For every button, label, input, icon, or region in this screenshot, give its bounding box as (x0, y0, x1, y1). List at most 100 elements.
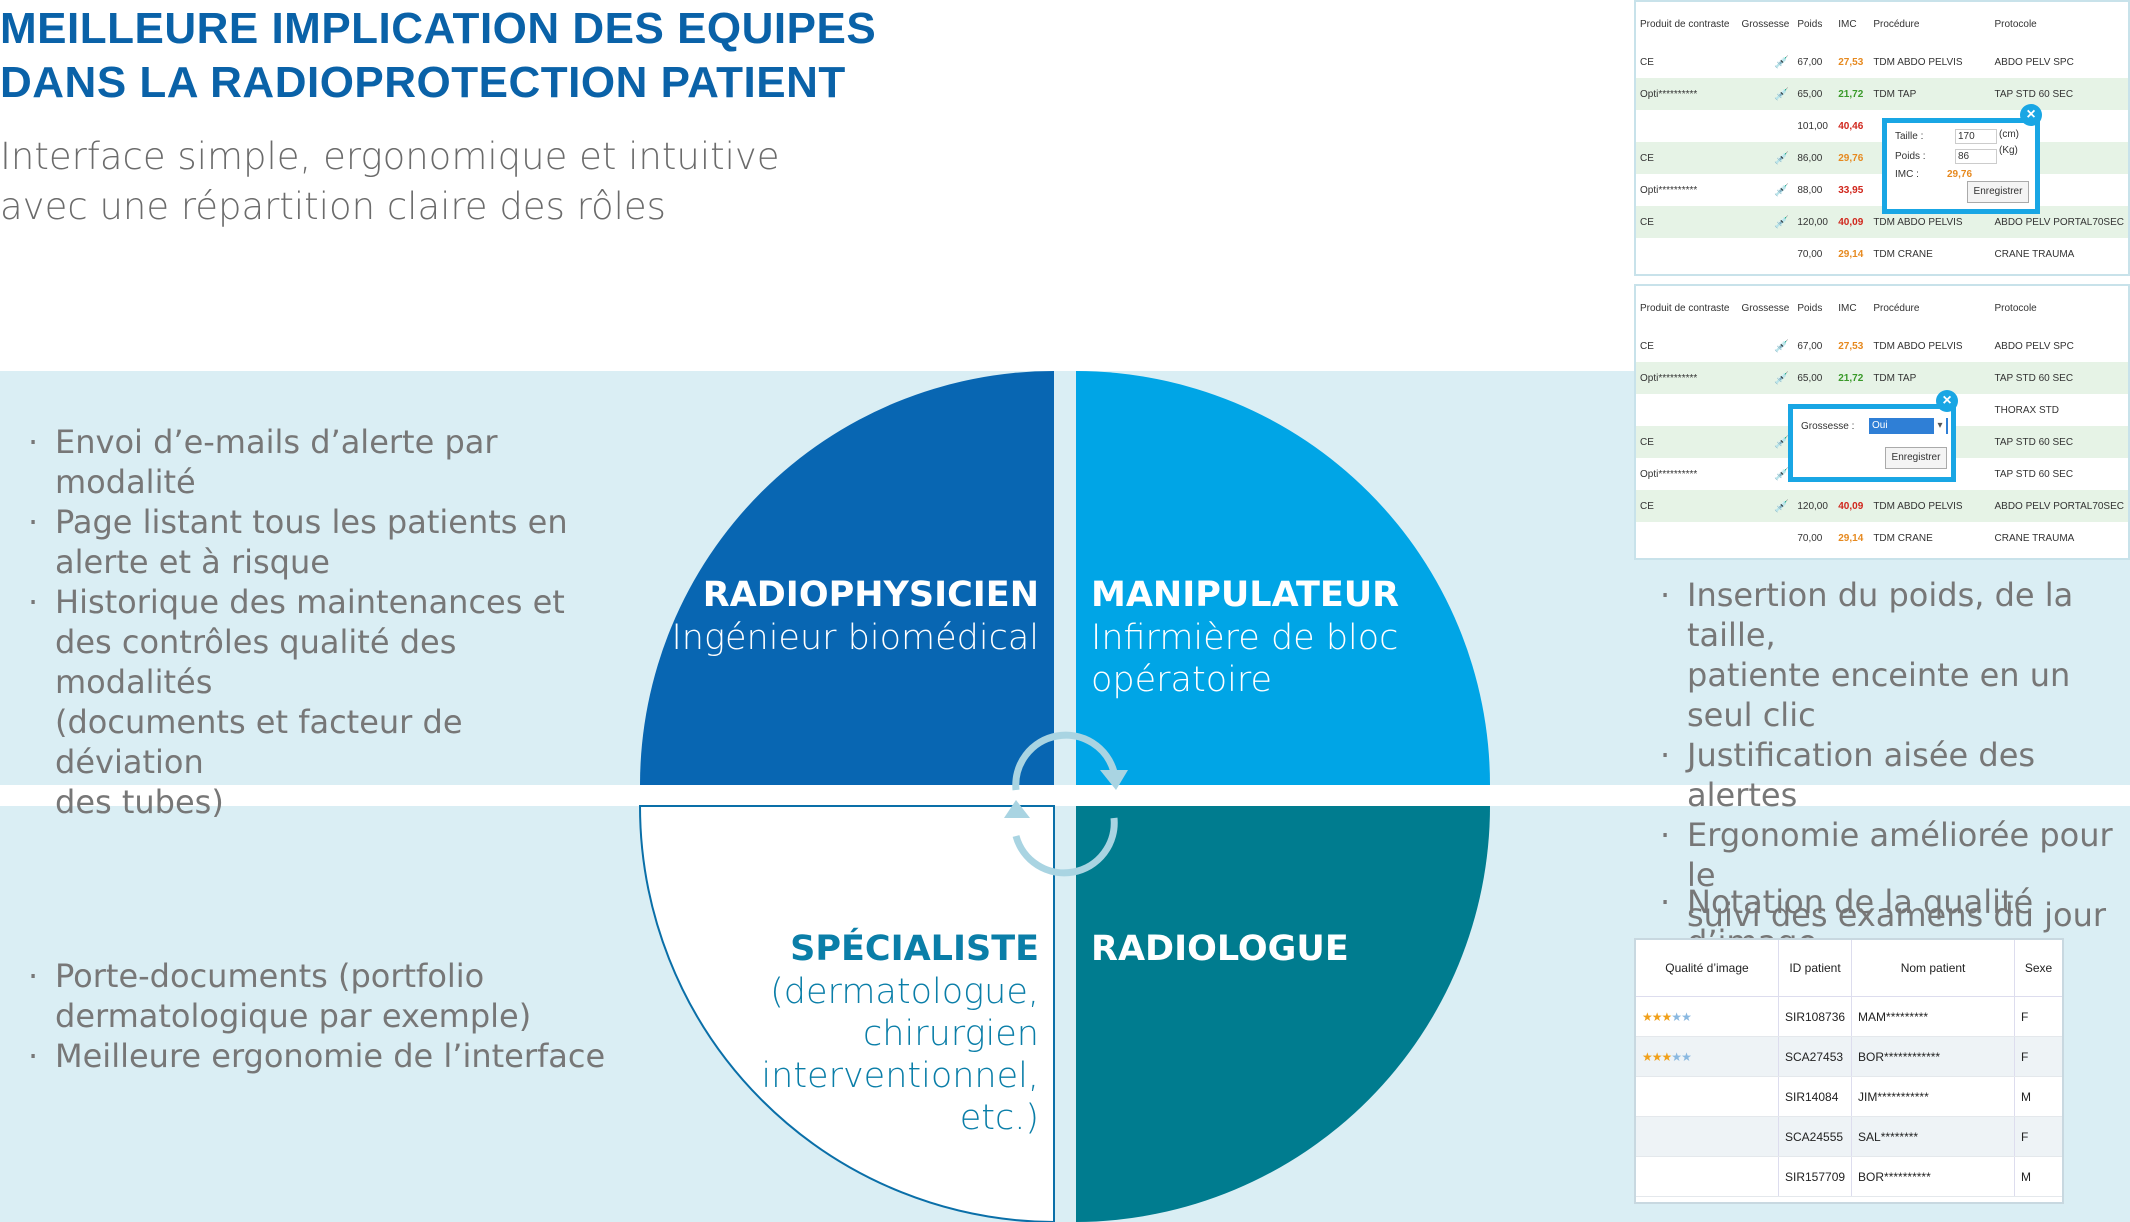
syringe-icon[interactable]: 💉 (1774, 371, 1790, 385)
contraste-cell: CE (1636, 142, 1738, 174)
star-filled-icon[interactable]: ★ (1642, 1049, 1653, 1064)
sexe-cell: F (2014, 1036, 2062, 1077)
rating-cell[interactable]: ★★★★★ (1636, 996, 1779, 1037)
bullet-line: Envoi d’e-mails d’alerte par (55, 423, 498, 461)
subtitle-line-2: avec une répartition claire des rôles (0, 185, 666, 228)
grossesse-cell: 💉 (1738, 174, 1794, 206)
quadrant-manipulateur (1076, 371, 1490, 785)
role-radiophysicien: RADIOPHYSICIEN Ingénieur biomédical (671, 573, 1039, 659)
header-grossesse: Grossesse (1741, 302, 1790, 314)
star-empty-icon[interactable]: ★ (1681, 1049, 1692, 1064)
imc-cell: 33,95 (1838, 184, 1864, 196)
table-row[interactable]: Opti**********💉TAP STD 60 SEC (1636, 458, 2128, 490)
title-line-2: DANS LA RADIOPROTECTION PATIENT (0, 58, 846, 107)
poids-cell: 65,00 (1793, 78, 1835, 110)
close-icon[interactable]: × (1936, 390, 1958, 412)
bullet-line: Porte-documents (portfolio (55, 957, 485, 995)
taille-input[interactable]: 170 (1955, 129, 1997, 144)
poids-input[interactable]: 86 (1955, 149, 1997, 164)
grossesse-cell: 💉 (1737, 490, 1794, 522)
star-empty-icon[interactable]: ★ (1681, 1009, 1692, 1024)
sexe-cell: F (2014, 996, 2062, 1037)
nom-patient-cell: BOR********** (1851, 1156, 2015, 1197)
syringe-icon[interactable]: 💉 (1774, 435, 1790, 449)
grossesse-cell: 💉 (1738, 458, 1794, 490)
bullet-item: Justification aisée des alertes (1632, 735, 2130, 815)
page-title: MEILLEURE IMPLICATION DES EQUIPES DANS L… (0, 2, 876, 110)
chevron-down-icon[interactable]: ▾ (1934, 418, 1946, 434)
protocole-cell: CRANE TRAUMA (1994, 248, 2075, 260)
star-filled-icon[interactable]: ★ (1651, 1049, 1663, 1064)
sexe-cell: M (2014, 1156, 2062, 1197)
save-button[interactable]: Enregistrer (1885, 447, 1947, 469)
contraste-cell: CE (1636, 426, 1738, 458)
grossesse-cell: 💉 (1737, 426, 1794, 458)
role-title-radiologue: RADIOLOGUE (1091, 929, 1349, 969)
bullet-line: Insertion du poids, de la taille, (1687, 576, 2074, 654)
grossesse-cell: 💉 (1738, 330, 1794, 362)
id-patient-cell: SIR14084 (1777, 1076, 1852, 1117)
rating-cell[interactable]: ★★★★★ (1636, 1036, 1779, 1077)
role-sub-specialiste-3: interventionnel, (761, 1056, 1039, 1096)
procedure-cell: TDM CRANE (1873, 248, 1933, 260)
imc-label: IMC : (1895, 169, 1919, 180)
header-poids: Poids (1797, 302, 1823, 314)
star-filled-icon[interactable]: ★ (1661, 1009, 1673, 1024)
rating-cell[interactable] (1636, 1076, 1779, 1117)
rating-cell[interactable] (1636, 1156, 1779, 1197)
grossesse-cell (1738, 394, 1794, 426)
header-contraste: Produit de contraste (1640, 18, 1730, 30)
cycle-arrows-icon (1012, 731, 1118, 877)
imc-value: 29,76 (1947, 169, 1973, 180)
syringe-icon[interactable]: 💉 (1774, 339, 1790, 353)
grossesse-cell: 💉 (1737, 78, 1794, 110)
image-quality-table: Qualité d’image ID patient Nom patient S… (1634, 938, 2064, 1204)
imc-cell: 29,14 (1838, 248, 1864, 260)
header-sexe: Sexe (2014, 940, 2062, 997)
save-button[interactable]: Enregistrer (1967, 181, 2029, 203)
table-row[interactable]: THORAX STD (1636, 394, 2128, 426)
star-filled-icon[interactable]: ★ (1642, 1009, 1653, 1024)
star-empty-icon[interactable]: ★ (1671, 1049, 1682, 1064)
syringe-icon[interactable]: 💉 (1774, 55, 1790, 69)
grossesse-select[interactable]: Oui ▾ (1869, 418, 1948, 434)
close-icon[interactable]: × (2020, 104, 2042, 126)
syringe-icon[interactable]: 💉 (1774, 499, 1790, 513)
id-patient-cell: SIR157709 (1777, 1156, 1852, 1197)
header-protocole: Protocole (1994, 18, 2037, 30)
star-empty-icon[interactable]: ★ (1671, 1009, 1682, 1024)
syringe-icon[interactable]: 💉 (1774, 151, 1790, 165)
screenshot-pregnancy: Produit de contraste Grossesse Poids IMC… (1634, 284, 2130, 560)
sexe-cell: F (2014, 1116, 2062, 1157)
patient-table: Produit de contraste Grossesse Poids IMC… (1636, 286, 2128, 554)
syringe-icon[interactable]: 💉 (1774, 183, 1790, 197)
bullet-line: des contrôles qualité des modalités (55, 623, 457, 701)
syringe-icon[interactable]: 💉 (1774, 87, 1790, 101)
star-filled-icon[interactable]: ★ (1661, 1049, 1673, 1064)
imc-cell: 27,53 (1838, 56, 1864, 68)
syringe-icon[interactable]: 💉 (1774, 215, 1790, 229)
syringe-icon[interactable]: 💉 (1774, 467, 1790, 481)
nom-patient-cell: SAL******** (1851, 1116, 2015, 1157)
protocole-cell: ABDO PELV PORTAL70SEC (1990, 490, 2128, 522)
protocole-cell: ABDO PELV SPC (1994, 340, 2074, 352)
quadrant-specialiste (638, 805, 1055, 1222)
rating-cell[interactable] (1636, 1116, 1779, 1157)
imc-cell: 40,46 (1838, 120, 1864, 132)
star-filled-icon[interactable]: ★ (1651, 1009, 1663, 1024)
protocole-cell: ABDO PELV SPC (1994, 56, 2074, 68)
